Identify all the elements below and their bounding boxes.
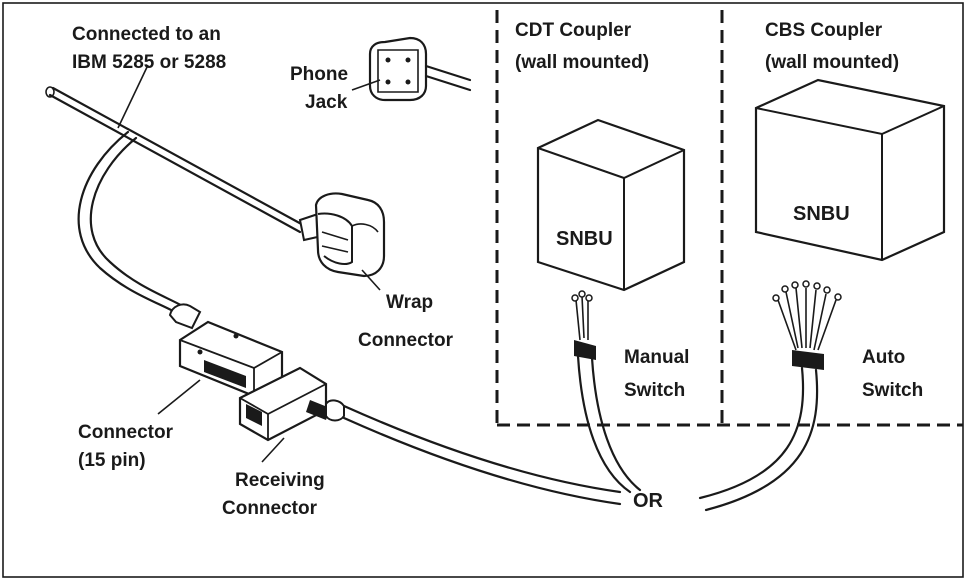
- connector15-label-line1: Connector: [78, 422, 174, 443]
- cdt-switch-line2: Switch: [624, 380, 685, 401]
- phone-jack-label-line1: Phone: [290, 64, 348, 85]
- cdt-snbu-box: [536, 118, 686, 292]
- phone-jack-icon: [351, 36, 472, 102]
- cdt-title-line1: CDT Coupler: [515, 20, 632, 41]
- source-label-line1: Connected to an: [72, 24, 221, 45]
- cbs-snbu-label: SNBU: [793, 203, 850, 225]
- wrap-label-line2: Connector: [358, 330, 454, 351]
- cbs-snbu-box: [754, 78, 946, 262]
- wrap-leader: [361, 269, 381, 291]
- source-leader: [117, 64, 149, 129]
- connector15-leader: [157, 379, 201, 415]
- cbs-switch-line1: Auto: [862, 347, 905, 368]
- receiving-label-line2: Connector: [222, 498, 318, 519]
- cbs-title-line1: CBS Coupler: [765, 20, 883, 41]
- cdt-snbu-label: SNBU: [556, 228, 613, 250]
- phone-jack-label-line2: Jack: [305, 92, 348, 113]
- source-cable: [45, 64, 307, 317]
- connector15-label-line2: (15 pin): [78, 450, 146, 471]
- receiving-connector-icon: [238, 366, 622, 506]
- wrap-label-line1: Wrap: [386, 292, 433, 313]
- source-label-line2: IBM 5285 or 5288: [72, 52, 226, 73]
- cdt-title-line2: (wall mounted): [515, 52, 649, 73]
- receiving-leader: [261, 437, 285, 463]
- wrap-connector-icon: [298, 192, 386, 291]
- cbs-switch-line2: Switch: [862, 380, 923, 401]
- receiving-label-line1: Receiving: [235, 470, 325, 491]
- manual-switch-wires: [571, 290, 642, 494]
- auto-switch-wires: [698, 280, 842, 512]
- phone-jack-leader: [351, 79, 381, 91]
- coupler-regions: [495, 10, 963, 427]
- or-label: OR: [633, 490, 664, 512]
- cbs-title-line2: (wall mounted): [765, 52, 899, 73]
- cdt-switch-line1: Manual: [624, 347, 689, 368]
